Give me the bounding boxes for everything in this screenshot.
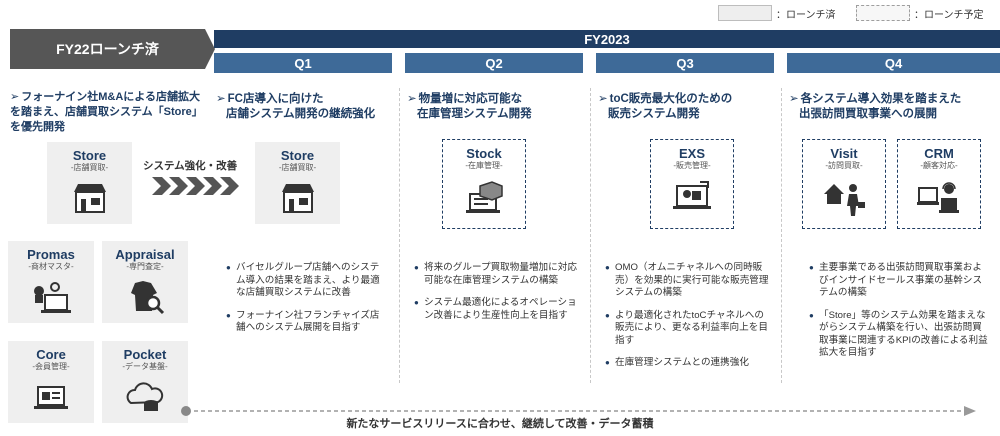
q2-bullets: 将来のグループ買取物量増加に対応可能な在庫管理システムの構築 システム最適化によ…	[414, 262, 582, 332]
fy22-heading: ➢フォーナイン社M&Aによる店舗拡大を踏まえ、店舗買取システム「Store」を優…	[10, 91, 200, 133]
promas-card: Promas -商材マスタ-	[8, 241, 94, 323]
fy22-store-card: Store -店舗買取-	[47, 142, 132, 224]
bullet-item: より最適化されたtoCチャネルへの販売により、更なる利益率向上を目指す	[605, 310, 773, 348]
bullet-item: 主要事業である出張訪問買取事業およびインサイドセールス事業の基幹システムの構築	[809, 262, 989, 300]
legend-planned-swatch	[856, 5, 910, 21]
chevron-arrows-icon	[152, 177, 239, 195]
continuous-improvement-label: 新たなサービスリリースに合わせ、継続して改善・データ蓄積	[346, 418, 654, 430]
q1-header: Q1	[214, 53, 392, 73]
pocket-card: Pocket -データ基盤-	[102, 341, 188, 423]
card-subtitle: -顧客対応-	[920, 161, 958, 170]
q4-bullets: 主要事業である出張訪問買取事業およびインサイドセールス事業の基幹システムの構築 …	[809, 262, 989, 370]
card-subtitle: -会員管理-	[32, 362, 70, 371]
column-divider	[399, 88, 400, 383]
house-visit-icon	[824, 184, 865, 216]
q2-stock-card: Stock -在庫管理-	[442, 139, 526, 229]
card-title: Core	[36, 347, 66, 362]
card-title: Stock	[466, 146, 502, 161]
card-title: Visit	[830, 146, 858, 161]
core-card: Core -会員管理-	[8, 341, 94, 423]
q3-exs-card: EXS -販売管理-	[650, 139, 734, 229]
legend-launched-label: ：ローンチ済	[776, 10, 836, 21]
q2-heading: ➢物量増に対応可能な 在庫管理システム開発	[407, 93, 532, 120]
q3-header: Q3	[596, 53, 774, 73]
card-title: Appraisal	[115, 247, 175, 262]
bullet-item: フォーナイン社フランチャイズ店舗へのシステム展開を目指す	[226, 310, 388, 335]
q4-heading: ➢各システム導入効果を踏まえた 出張訪問買取事業への展開	[789, 93, 962, 120]
card-title: Store	[280, 148, 315, 163]
legend-planned-label: ：ローンチ予定	[914, 10, 984, 21]
fy22-arrow-tip	[205, 29, 215, 69]
q4-header: Q4	[787, 53, 1000, 73]
column-divider	[781, 88, 782, 383]
member-laptop-icon	[34, 386, 68, 409]
bullet-item: 在庫管理システムとの連携強化	[605, 357, 773, 370]
headset-operator-icon	[917, 182, 959, 213]
card-subtitle: -データ基盤-	[122, 362, 168, 371]
bullet-item: OMO（オムニチャネルへの同時販売）を効果的に実行可能な販売管理システムの構築	[605, 262, 773, 300]
q4-crm-card: CRM -顧客対応-	[897, 139, 981, 229]
card-subtitle: -専門査定-	[126, 262, 164, 271]
column-divider	[590, 88, 591, 383]
bullet-item: 「Store」等のシステム効果を踏まえながらシステム構築を行い、出張訪問買取事業…	[809, 310, 989, 360]
fy23-header: FY2023	[214, 30, 1000, 48]
card-title: CRM	[924, 146, 954, 161]
bullet-item: バイセルグループ店舗へのシステム導入の結果を踏まえ、より最適な店舗買取システムに…	[226, 262, 388, 300]
card-title: EXS	[678, 146, 705, 161]
fy22-header: FY22ローンチ済	[10, 29, 205, 69]
card-subtitle: -店舗買取-	[278, 163, 317, 172]
bullet-item: 将来のグループ買取物量増加に対応可能な在庫管理システムの構築	[414, 262, 582, 287]
continuous-improvement-arrow	[181, 406, 976, 416]
q1-bullets: バイセルグループ店舗へのシステム導入の結果を踏まえ、より最適な店舗買取システムに…	[226, 262, 388, 345]
store-icon	[73, 184, 106, 213]
card-title: Pocket	[123, 347, 167, 362]
q4-visit-card: Visit -訪問買取-	[802, 139, 886, 229]
card-subtitle: -在庫管理-	[465, 161, 503, 170]
sales-laptop-icon	[673, 181, 711, 209]
q1-heading: ➢FC店導入に向けた 店舗システム開発の継続強化	[216, 93, 376, 120]
legend-launched-swatch	[718, 5, 772, 21]
card-subtitle: -商材マスタ-	[28, 262, 74, 271]
card-subtitle: -販売管理-	[673, 161, 711, 170]
inventory-laptop-icon	[466, 181, 503, 213]
coat-magnifier-icon	[131, 281, 165, 315]
product-master-icon	[34, 282, 71, 313]
q3-heading: ➢toC販売最大化のための 販売システム開発	[598, 93, 733, 120]
card-title: Promas	[27, 247, 75, 262]
store-icon	[281, 184, 314, 213]
bullet-item: システム最適化によるオペレーション改善により生産性向上を目指す	[414, 297, 582, 322]
card-subtitle: -店舗買取-	[70, 163, 109, 172]
q3-bullets: OMO（オムニチャネルへの同時販売）を効果的に実行可能な販売管理システムの構築 …	[605, 262, 773, 380]
q2-header: Q2	[405, 53, 583, 73]
cloud-database-icon	[126, 382, 164, 411]
arrow-label: システム強化・改善	[143, 160, 238, 172]
card-title: Store	[72, 148, 107, 163]
q1-store-card: Store -店舗買取-	[255, 142, 340, 224]
card-subtitle: -訪問買取-	[825, 161, 863, 170]
appraisal-card: Appraisal -専門査定-	[102, 241, 188, 323]
